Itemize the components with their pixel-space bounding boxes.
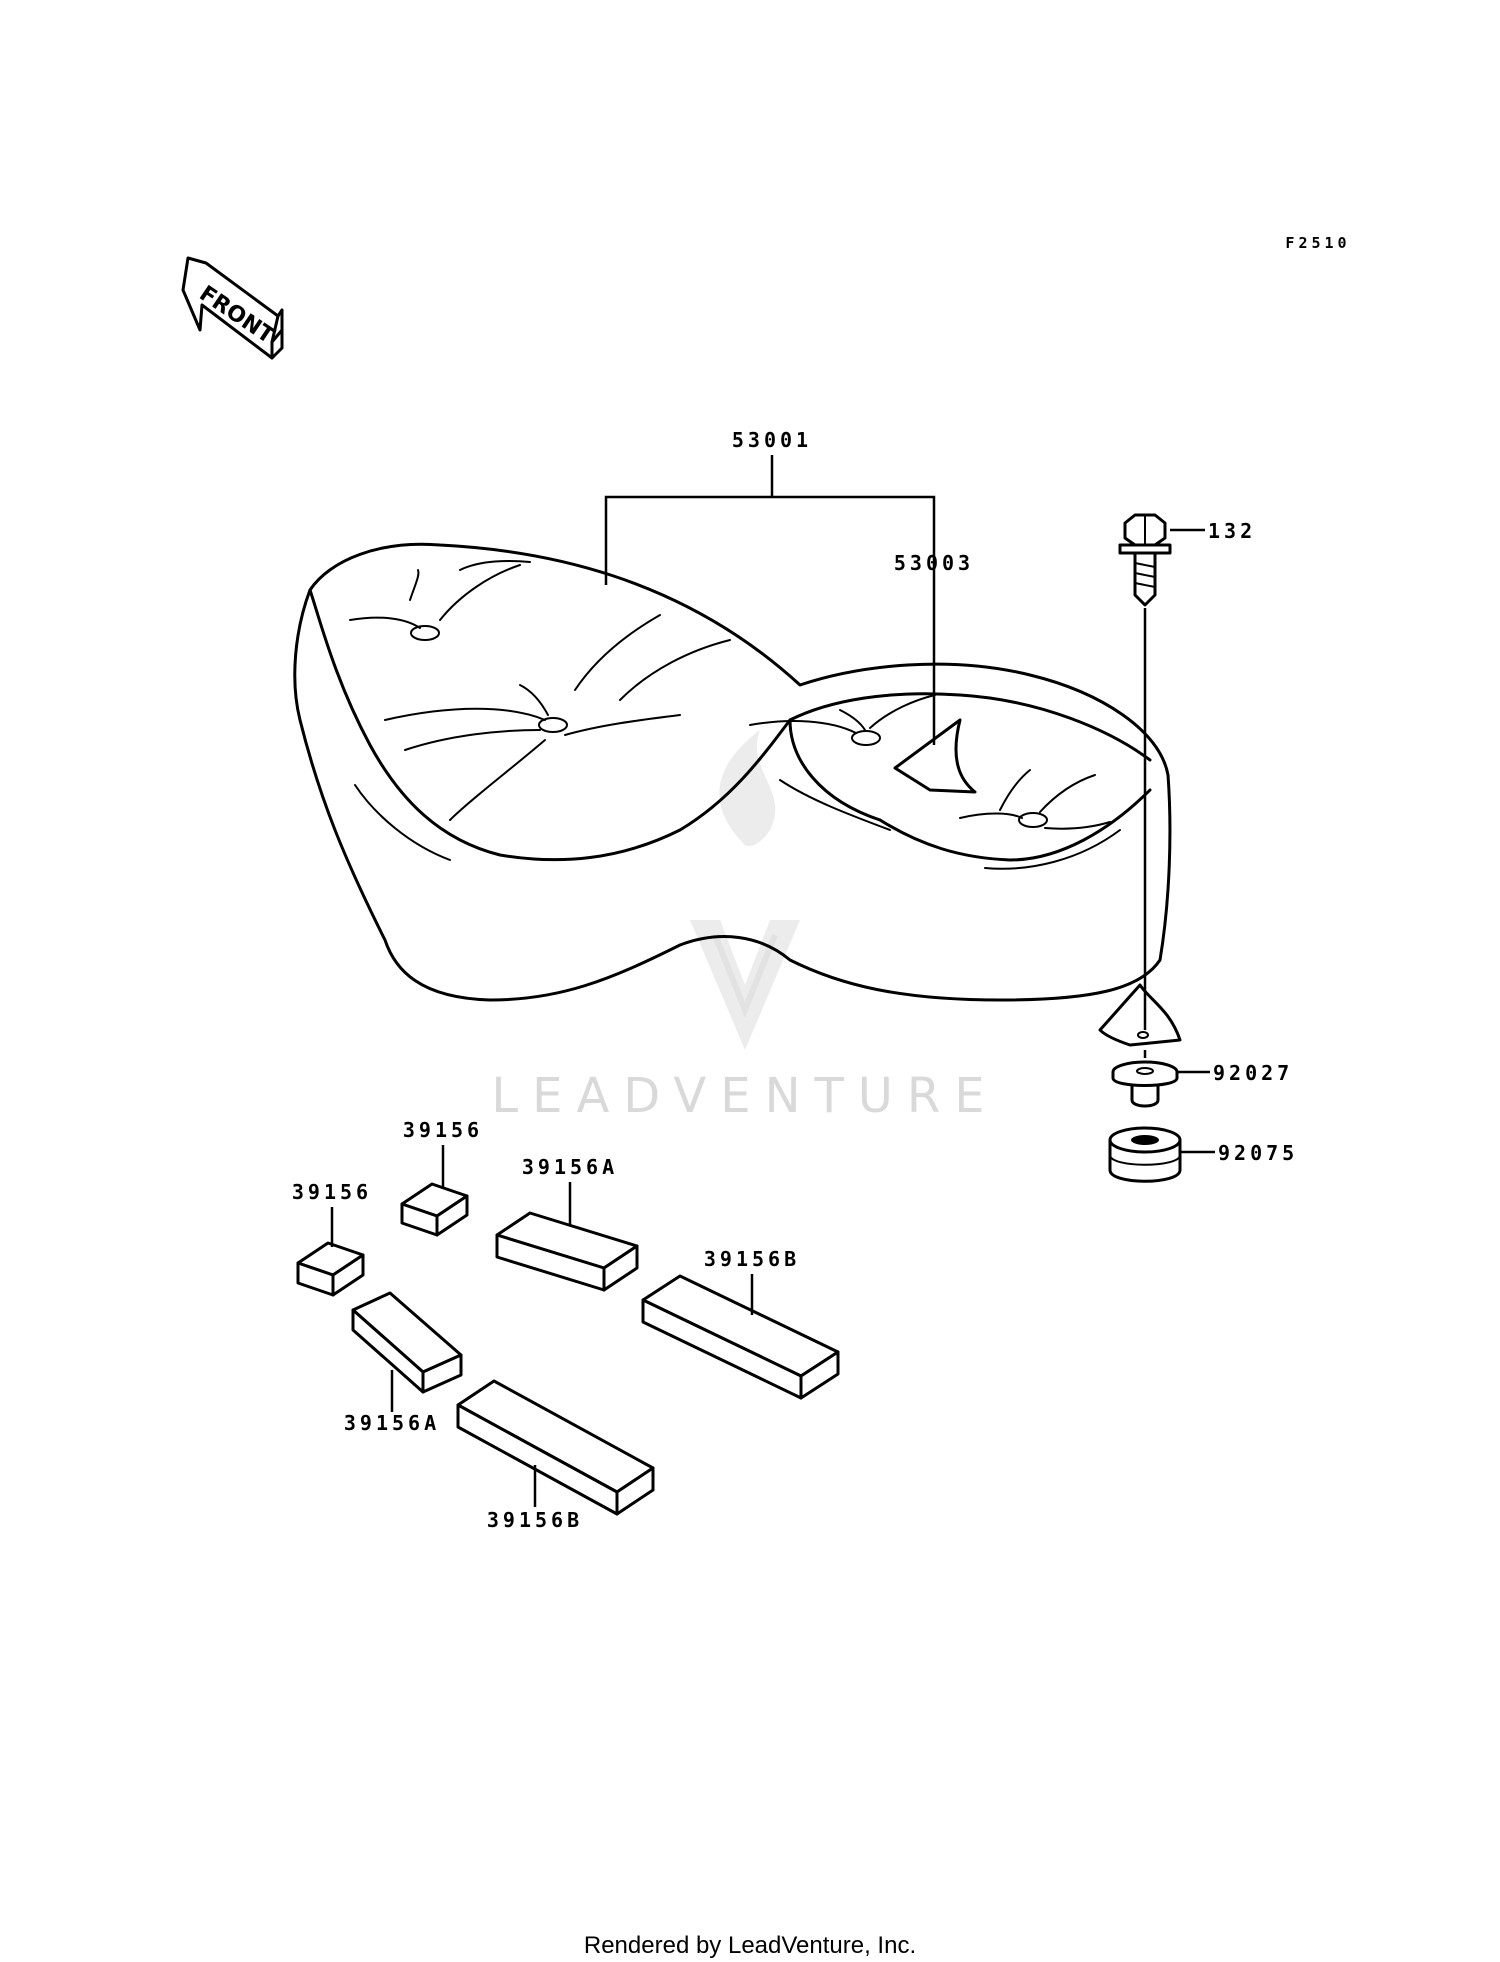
tuft-buttons (410, 625, 1048, 828)
seat-drawing (293, 542, 1182, 1047)
part-label-132[interactable]: 132 (1208, 519, 1256, 543)
part-label-39156A-d[interactable]: 39156A (344, 1411, 440, 1435)
pad-small-left (296, 1241, 365, 1297)
pad-medium-upper (495, 1211, 639, 1292)
damper-drawing (1108, 1126, 1182, 1183)
part-label-39156A-c[interactable]: 39156A (522, 1155, 618, 1179)
collar-drawing (1111, 1060, 1179, 1108)
part-label-53003[interactable]: 53003 (894, 551, 974, 575)
front-direction-arrow-icon: FRONT (181, 256, 284, 360)
part-label-39156-a[interactable]: 39156 (403, 1118, 483, 1142)
diagram-code: F2510 (1285, 234, 1350, 252)
footer-credit: Rendered by LeadVenture, Inc. (584, 1932, 916, 1959)
part-label-39156B-e[interactable]: 39156B (704, 1247, 800, 1271)
watermark-text: LEADVENTURE (491, 1068, 998, 1124)
part-label-53001[interactable]: 53001 (732, 428, 812, 452)
pad-medium-left (351, 1291, 463, 1394)
leadventure-logo-icon (690, 730, 800, 1050)
bolt-drawing (1118, 513, 1172, 607)
pad-small-upper (400, 1182, 469, 1237)
part-label-92027[interactable]: 92027 (1213, 1061, 1293, 1085)
tuft-creases (349, 559, 1111, 830)
part-label-39156B-f[interactable]: 39156B (487, 1508, 583, 1532)
pad-long-lower (456, 1379, 655, 1516)
seat-leaders (604, 455, 936, 745)
part-label-39156-b[interactable]: 39156 (292, 1180, 372, 1204)
pad-long-right (641, 1274, 840, 1400)
part-label-92075[interactable]: 92075 (1218, 1141, 1298, 1165)
